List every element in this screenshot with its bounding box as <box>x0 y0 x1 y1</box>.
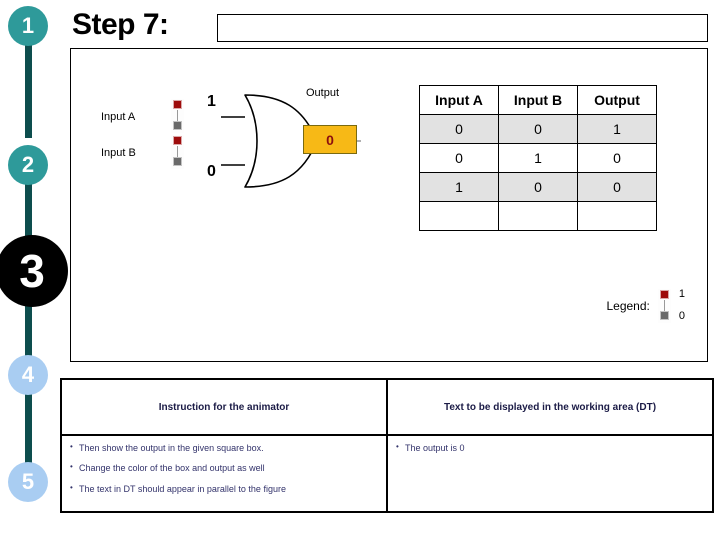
output-label: Output <box>306 87 340 99</box>
switch-icon-input-b[interactable] <box>171 135 184 169</box>
truth-cell-a: 1 <box>419 172 499 202</box>
switch-stem-icon <box>177 110 178 121</box>
truth-table-header-output: Output <box>577 85 657 115</box>
input-a-label: Input A <box>101 111 136 123</box>
switch-stem-icon <box>177 146 178 157</box>
legend-label: Legend: <box>606 299 650 313</box>
rail-segment-4-5 <box>25 388 32 493</box>
truth-table-header-input-a: Input A <box>419 85 499 115</box>
truth-table-header-row: Input A Input B Output <box>419 85 657 115</box>
list-item: Then show the output in the given square… <box>70 443 380 453</box>
output-value: 0 <box>326 131 334 148</box>
truth-cell-out: 0 <box>577 172 657 202</box>
truth-cell-b: 0 <box>498 172 578 202</box>
step-dot-3-label: 3 <box>19 245 45 297</box>
list-item: The text in DT should appear in parallel… <box>70 484 380 494</box>
table-row: 0 0 1 <box>419 114 657 144</box>
title-entry-input[interactable] <box>217 14 708 42</box>
table-row-empty <box>419 201 657 231</box>
switch-off-square-icon <box>659 311 669 320</box>
legend-values: 1 0 <box>678 288 685 323</box>
truth-cell-b: 1 <box>498 143 578 173</box>
truth-cell-b: 0 <box>498 114 578 144</box>
step-dot-4[interactable]: 4 <box>8 355 48 395</box>
switch-off-square-icon <box>173 157 182 166</box>
instruction-col1-cell: Then show the output in the given square… <box>60 433 388 514</box>
truth-table: Input A Input B Output 0 0 1 0 1 0 1 <box>419 85 657 231</box>
switch-icon-input-a[interactable] <box>171 99 184 133</box>
input-a-value: 1 <box>207 93 216 110</box>
input-b-label: Input B <box>101 147 136 159</box>
rail-segment-2-3 <box>25 160 32 250</box>
list-item: The output is 0 <box>396 443 706 453</box>
truth-cell-b <box>498 201 578 231</box>
table-row: 0 1 0 <box>419 143 657 173</box>
instruction-col2-header: Text to be displayed in the working area… <box>386 378 714 436</box>
legend: Legend: 1 0 <box>606 288 685 323</box>
page-title: Step 7: <box>72 8 169 41</box>
legend-off-value: 0 <box>678 310 685 323</box>
truth-cell-a: 0 <box>419 114 499 144</box>
step-rail: 1 2 3 4 5 <box>0 0 68 540</box>
truth-cell-out: 0 <box>577 143 657 173</box>
instruction-col2-cell: The output is 0 <box>386 433 714 514</box>
instruction-col1-header: Instruction for the animator <box>60 378 388 436</box>
slide-header: Step 7: <box>72 6 708 46</box>
step-dot-2[interactable]: 2 <box>8 145 48 185</box>
step-dot-3-current[interactable]: 3 <box>0 235 68 307</box>
instruction-table: Instruction for the animator Text to be … <box>60 378 714 514</box>
legend-on-value: 1 <box>678 288 685 300</box>
truth-cell-out: 1 <box>577 114 657 144</box>
switch-on-square-icon <box>173 136 182 145</box>
step-dot-1-label: 1 <box>21 13 35 38</box>
switch-off-square-icon <box>173 121 182 130</box>
circuit-diagram: Input A Input B 1 0 Outp <box>91 87 431 197</box>
list-item: Change the color of the box and output a… <box>70 463 380 473</box>
switch-stem-icon <box>663 300 665 311</box>
legend-switch-icon <box>657 289 671 323</box>
switch-on-square-icon <box>659 290 669 299</box>
truth-cell-a <box>419 201 499 231</box>
step-dot-4-label: 4 <box>21 362 35 387</box>
nor-gate-icon <box>221 94 361 188</box>
step-dot-2-label: 2 <box>21 152 35 177</box>
output-value-box[interactable]: 0 <box>303 125 357 154</box>
truth-cell-out <box>577 201 657 231</box>
table-row: 1 0 0 <box>419 172 657 202</box>
step-dot-5-label: 5 <box>21 469 35 494</box>
truth-table-header-input-b: Input B <box>498 85 578 115</box>
input-b-value: 0 <box>207 163 216 180</box>
working-area: Input A Input B 1 0 Outp <box>70 48 708 362</box>
instruction-header-row: Instruction for the animator Text to be … <box>60 378 714 436</box>
switch-on-square-icon <box>173 100 182 109</box>
rail-segment-3-4 <box>25 295 32 385</box>
rail-segment-1-2 <box>25 28 32 138</box>
animator-instruction-list: Then show the output in the given square… <box>62 436 386 511</box>
instruction-body-row: Then show the output in the given square… <box>60 433 714 514</box>
step-dot-5[interactable]: 5 <box>8 462 48 502</box>
display-text-list: The output is 0 <box>388 436 712 470</box>
truth-cell-a: 0 <box>419 143 499 173</box>
step-dot-1[interactable]: 1 <box>8 6 48 46</box>
